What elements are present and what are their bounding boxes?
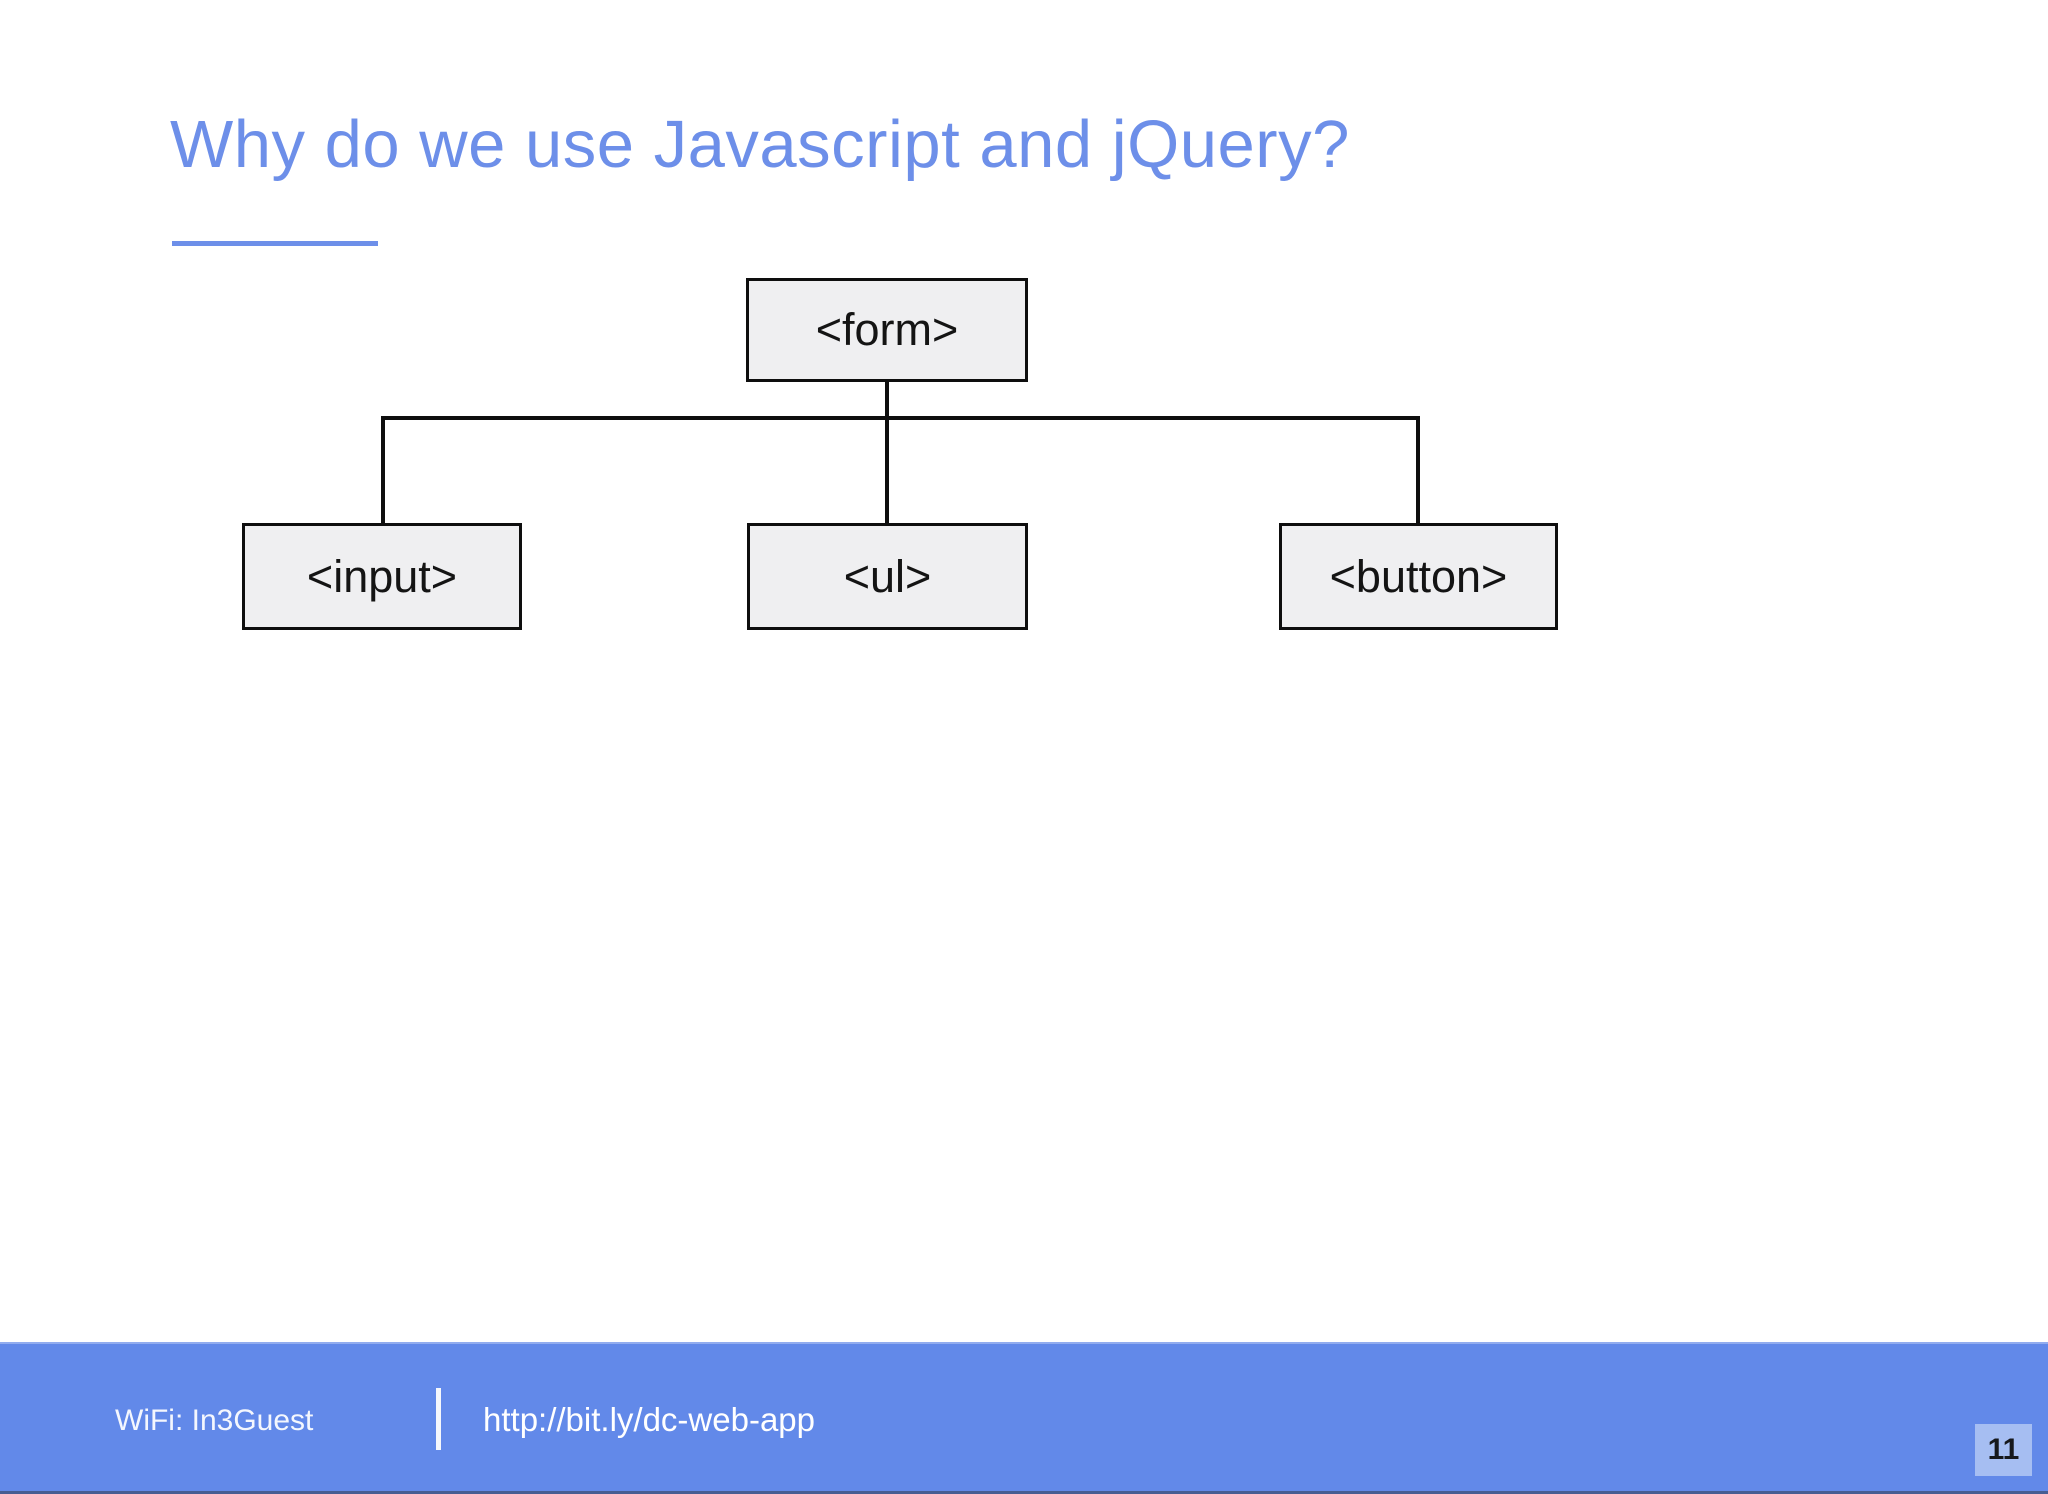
wifi-label: WiFi: In3Guest — [115, 1404, 314, 1437]
connector-input-drop-line — [381, 416, 385, 525]
footer-url-text: http://bit.ly/dc-web-app — [483, 1401, 815, 1438]
footer-divider — [436, 1388, 441, 1450]
tree-node-input: <input> — [242, 523, 522, 630]
connector-button-drop-line — [1416, 416, 1420, 525]
tree-node-input-label: <input> — [306, 550, 458, 602]
connector-horizontal-line — [383, 416, 1420, 420]
tree-node-button-label: <button> — [1329, 550, 1508, 602]
page-number-badge: 11 — [1975, 1424, 2032, 1476]
footer-bar — [0, 1342, 2048, 1494]
tree-node-ul: <ul> — [747, 523, 1028, 630]
connector-form-drop-line — [885, 382, 889, 523]
tree-node-form: <form> — [746, 278, 1028, 382]
page-number: 11 — [1987, 1433, 2020, 1466]
title-underline — [172, 241, 378, 246]
tree-node-ul-label: <ul> — [843, 550, 932, 602]
tree-node-button: <button> — [1279, 523, 1558, 630]
tree-node-form-label: <form> — [815, 304, 959, 355]
page-title: Why do we use Javascript and jQuery? — [170, 107, 1350, 182]
